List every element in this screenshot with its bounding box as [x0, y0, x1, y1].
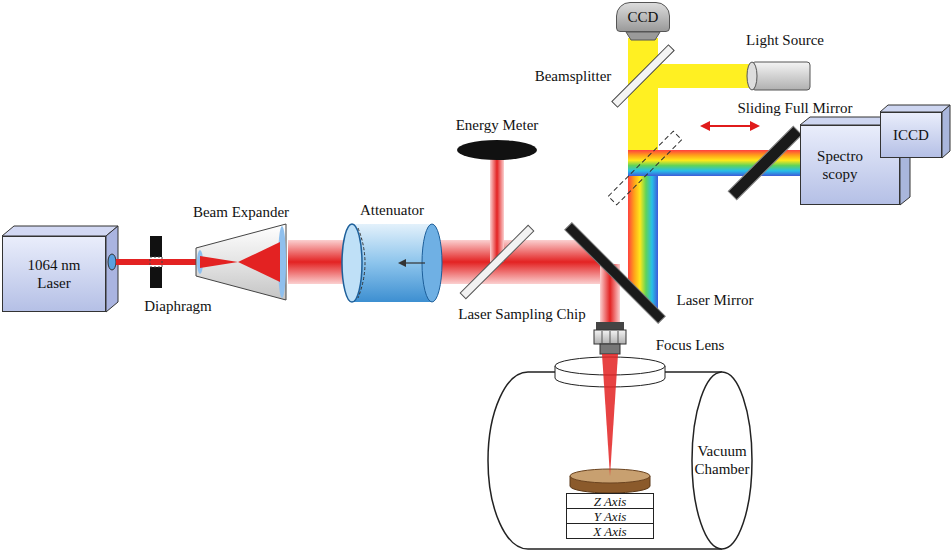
illumination-beam — [628, 38, 658, 150]
sampled-beam — [490, 156, 504, 262]
part-label: Light Source — [746, 32, 824, 49]
laser-beam — [288, 240, 626, 284]
node-text: Spectro scopy — [809, 147, 871, 183]
objective-lens — [600, 344, 620, 354]
stage-box: Z Axis — [566, 493, 654, 509]
sampling-chip — [460, 225, 534, 299]
vacuum-chamber: Vacuum Chamber Z Axis Y Axis X Axis — [488, 372, 752, 549]
part-label: Focus Lens — [656, 337, 725, 354]
node-text: CCD — [628, 8, 659, 26]
beam-expander — [196, 224, 286, 300]
camera-box: CCD — [616, 2, 670, 32]
objective-lens — [618, 331, 619, 343]
sliding-mirror — [728, 126, 802, 200]
slide-arrow-head — [750, 121, 760, 131]
chamber-end — [692, 372, 752, 549]
part-label: Laser Mirror — [676, 292, 753, 309]
attenuator-dial — [358, 228, 365, 298]
objective-lens — [602, 331, 603, 343]
laser-box: 1064 nm Laser — [2, 236, 106, 312]
stage-box: Y Axis — [566, 508, 654, 524]
attenuator-end — [342, 224, 362, 302]
node-text: Y Axis — [594, 510, 627, 523]
objective-lens — [596, 322, 624, 330]
diaphragm-plate — [150, 267, 162, 288]
energy-meter — [457, 140, 537, 160]
camera-lens — [626, 32, 660, 40]
part-label: Attenuator — [360, 202, 424, 219]
beamsplitter-plate — [612, 45, 674, 107]
node-text: Vacuum Chamber — [693, 442, 751, 478]
objective-lens — [610, 331, 611, 343]
laser-beam — [116, 259, 198, 265]
attenuator-body — [352, 224, 432, 302]
objective-lens — [594, 330, 626, 344]
mirror-slot — [608, 131, 682, 205]
box-face — [2, 226, 118, 236]
attenuator-arrow — [398, 259, 406, 267]
focused-beam — [602, 354, 618, 476]
node-text: X Axis — [593, 525, 626, 538]
diaphragm-plate — [150, 236, 162, 257]
part-label: Beamsplitter — [535, 68, 612, 85]
laser-beam — [200, 256, 238, 268]
node-text: ICCD — [893, 126, 929, 144]
box-face — [942, 105, 950, 158]
node-text: 1064 nm Laser — [18, 256, 90, 292]
mirror-slot — [608, 131, 682, 205]
stage-box: X Axis — [566, 523, 654, 539]
sampling-chip — [460, 225, 534, 299]
laser-beam — [238, 242, 280, 282]
instrument-box: ICCD — [880, 112, 942, 158]
slide-arrow — [708, 125, 752, 127]
beamsplitter-plate — [612, 45, 674, 107]
attenuator-arrow — [404, 262, 425, 263]
illumination-beam — [643, 64, 755, 88]
part-label: Energy Meter — [456, 117, 539, 134]
part-label: Beam Expander — [193, 204, 289, 221]
box-face — [880, 105, 950, 112]
node-text: Z Axis — [594, 495, 627, 508]
part-label: Diaphragm — [144, 298, 211, 315]
slide-arrow-head — [700, 121, 710, 131]
part-label: Laser Sampling Chip — [458, 306, 586, 323]
box-face — [106, 226, 118, 312]
light-source-body — [752, 62, 810, 90]
part-label: Sliding Full Mirror — [737, 100, 852, 117]
sliding-mirror — [728, 126, 802, 200]
diaphragm-slit — [150, 257, 162, 267]
laser-aperture — [108, 254, 116, 270]
light-source-lens — [747, 62, 757, 90]
